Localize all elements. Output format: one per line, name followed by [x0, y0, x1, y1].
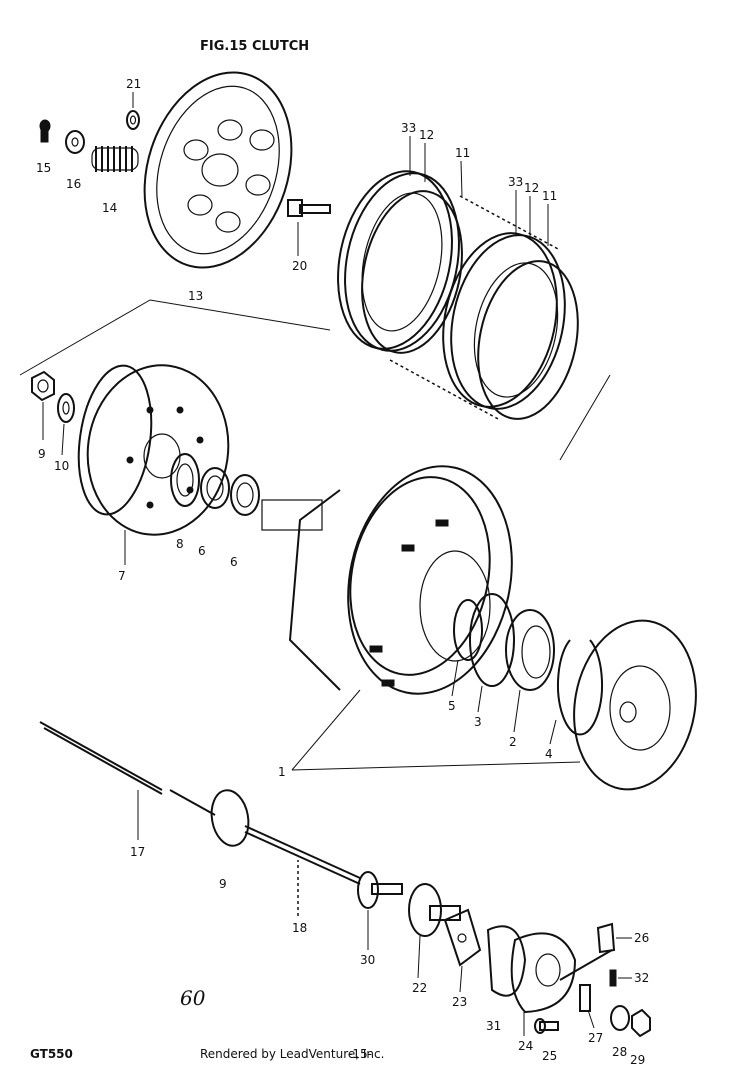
callout-29: 29 — [630, 1053, 645, 1065]
callout-2: 2 — [509, 735, 517, 749]
clutch-plate-set-left — [337, 170, 463, 354]
needle-bearing-6a — [200, 467, 230, 509]
thrust-washer-8 — [170, 453, 200, 507]
callout-16: 16 — [66, 177, 81, 191]
footer-credit: Rendered by LeadVenture, Inc. — [200, 1047, 384, 1061]
callout-11-left: 11 — [455, 146, 470, 160]
screw-25 — [534, 1018, 559, 1034]
gasket-31 — [486, 925, 527, 997]
callout-5: 5 — [448, 699, 456, 713]
callout-23: 23 — [452, 995, 467, 1009]
primary-driven-gear — [573, 619, 697, 791]
push-piece-20 — [287, 199, 331, 217]
callout-33-right: 33 — [508, 175, 523, 189]
callout-1: 1 — [278, 765, 286, 779]
callout-9-bottom: 9 — [219, 877, 227, 891]
washer-21 — [126, 110, 140, 130]
release-cover-24 — [510, 932, 577, 1014]
model-label: GT550 — [30, 1047, 73, 1061]
handwritten-note: 60 — [180, 986, 206, 1010]
nut-29 — [631, 1008, 651, 1038]
callout-32: 32 — [634, 971, 649, 985]
washer-16 — [65, 130, 85, 154]
page-number: -15- — [348, 1047, 372, 1061]
callout-17: 17 — [130, 845, 145, 859]
callout-22: 22 — [412, 981, 427, 995]
bolt-27 — [579, 984, 591, 1012]
spacer-5 — [453, 599, 483, 661]
callout-28: 28 — [612, 1045, 627, 1059]
clutch-plate-set-right — [442, 232, 579, 420]
callout-10: 10 — [54, 459, 69, 473]
figure-title: FIG.15 CLUTCH — [200, 39, 309, 54]
callout-31: 31 — [486, 1019, 501, 1033]
circlip-4 — [557, 639, 603, 736]
callout-27: 27 — [588, 1031, 603, 1045]
lock-washer-10 — [57, 393, 75, 423]
callout-3: 3 — [474, 715, 482, 729]
part-22 — [408, 883, 461, 937]
callout-25: 25 — [542, 1049, 557, 1063]
callout-30: 30 — [360, 953, 375, 967]
callout-26: 26 — [634, 931, 649, 945]
callout-8: 8 — [176, 537, 184, 551]
callout-4: 4 — [545, 747, 553, 761]
spring-32 — [609, 969, 617, 987]
release-lever-26 — [559, 922, 616, 981]
washer-28 — [610, 1005, 630, 1031]
callout-18: 18 — [292, 921, 307, 935]
callout-6b: 6 — [230, 555, 238, 569]
sleeve-hub-7 — [77, 364, 230, 536]
callout-24: 24 — [518, 1039, 533, 1053]
nut-9 — [31, 370, 55, 402]
callout-15: 15 — [36, 161, 51, 175]
pressure-plate-13 — [143, 71, 293, 269]
callout-33-left: 33 — [401, 121, 416, 135]
bolt-15 — [39, 119, 51, 143]
bearing-2 — [505, 609, 555, 691]
callout-13: 13 — [188, 289, 203, 303]
part-30 — [357, 871, 403, 909]
needle-bearing-6b — [230, 474, 260, 516]
push-rod-17 — [39, 721, 163, 795]
push-rod-18 — [169, 789, 361, 885]
o-ring-3 — [469, 593, 515, 687]
callout-7: 7 — [118, 569, 126, 583]
clutch-housing — [261, 465, 513, 695]
callout-11-right: 11 — [542, 189, 557, 203]
part-23 — [443, 908, 482, 967]
callout-12-left: 12 — [419, 128, 434, 142]
callout-21: 21 — [126, 77, 141, 91]
callout-9-top: 9 — [38, 447, 46, 461]
spring-14 — [91, 146, 139, 172]
callout-14: 14 — [102, 201, 117, 215]
callout-6a: 6 — [198, 544, 206, 558]
callout-20: 20 — [292, 259, 307, 273]
callout-12-right: 12 — [524, 181, 539, 195]
